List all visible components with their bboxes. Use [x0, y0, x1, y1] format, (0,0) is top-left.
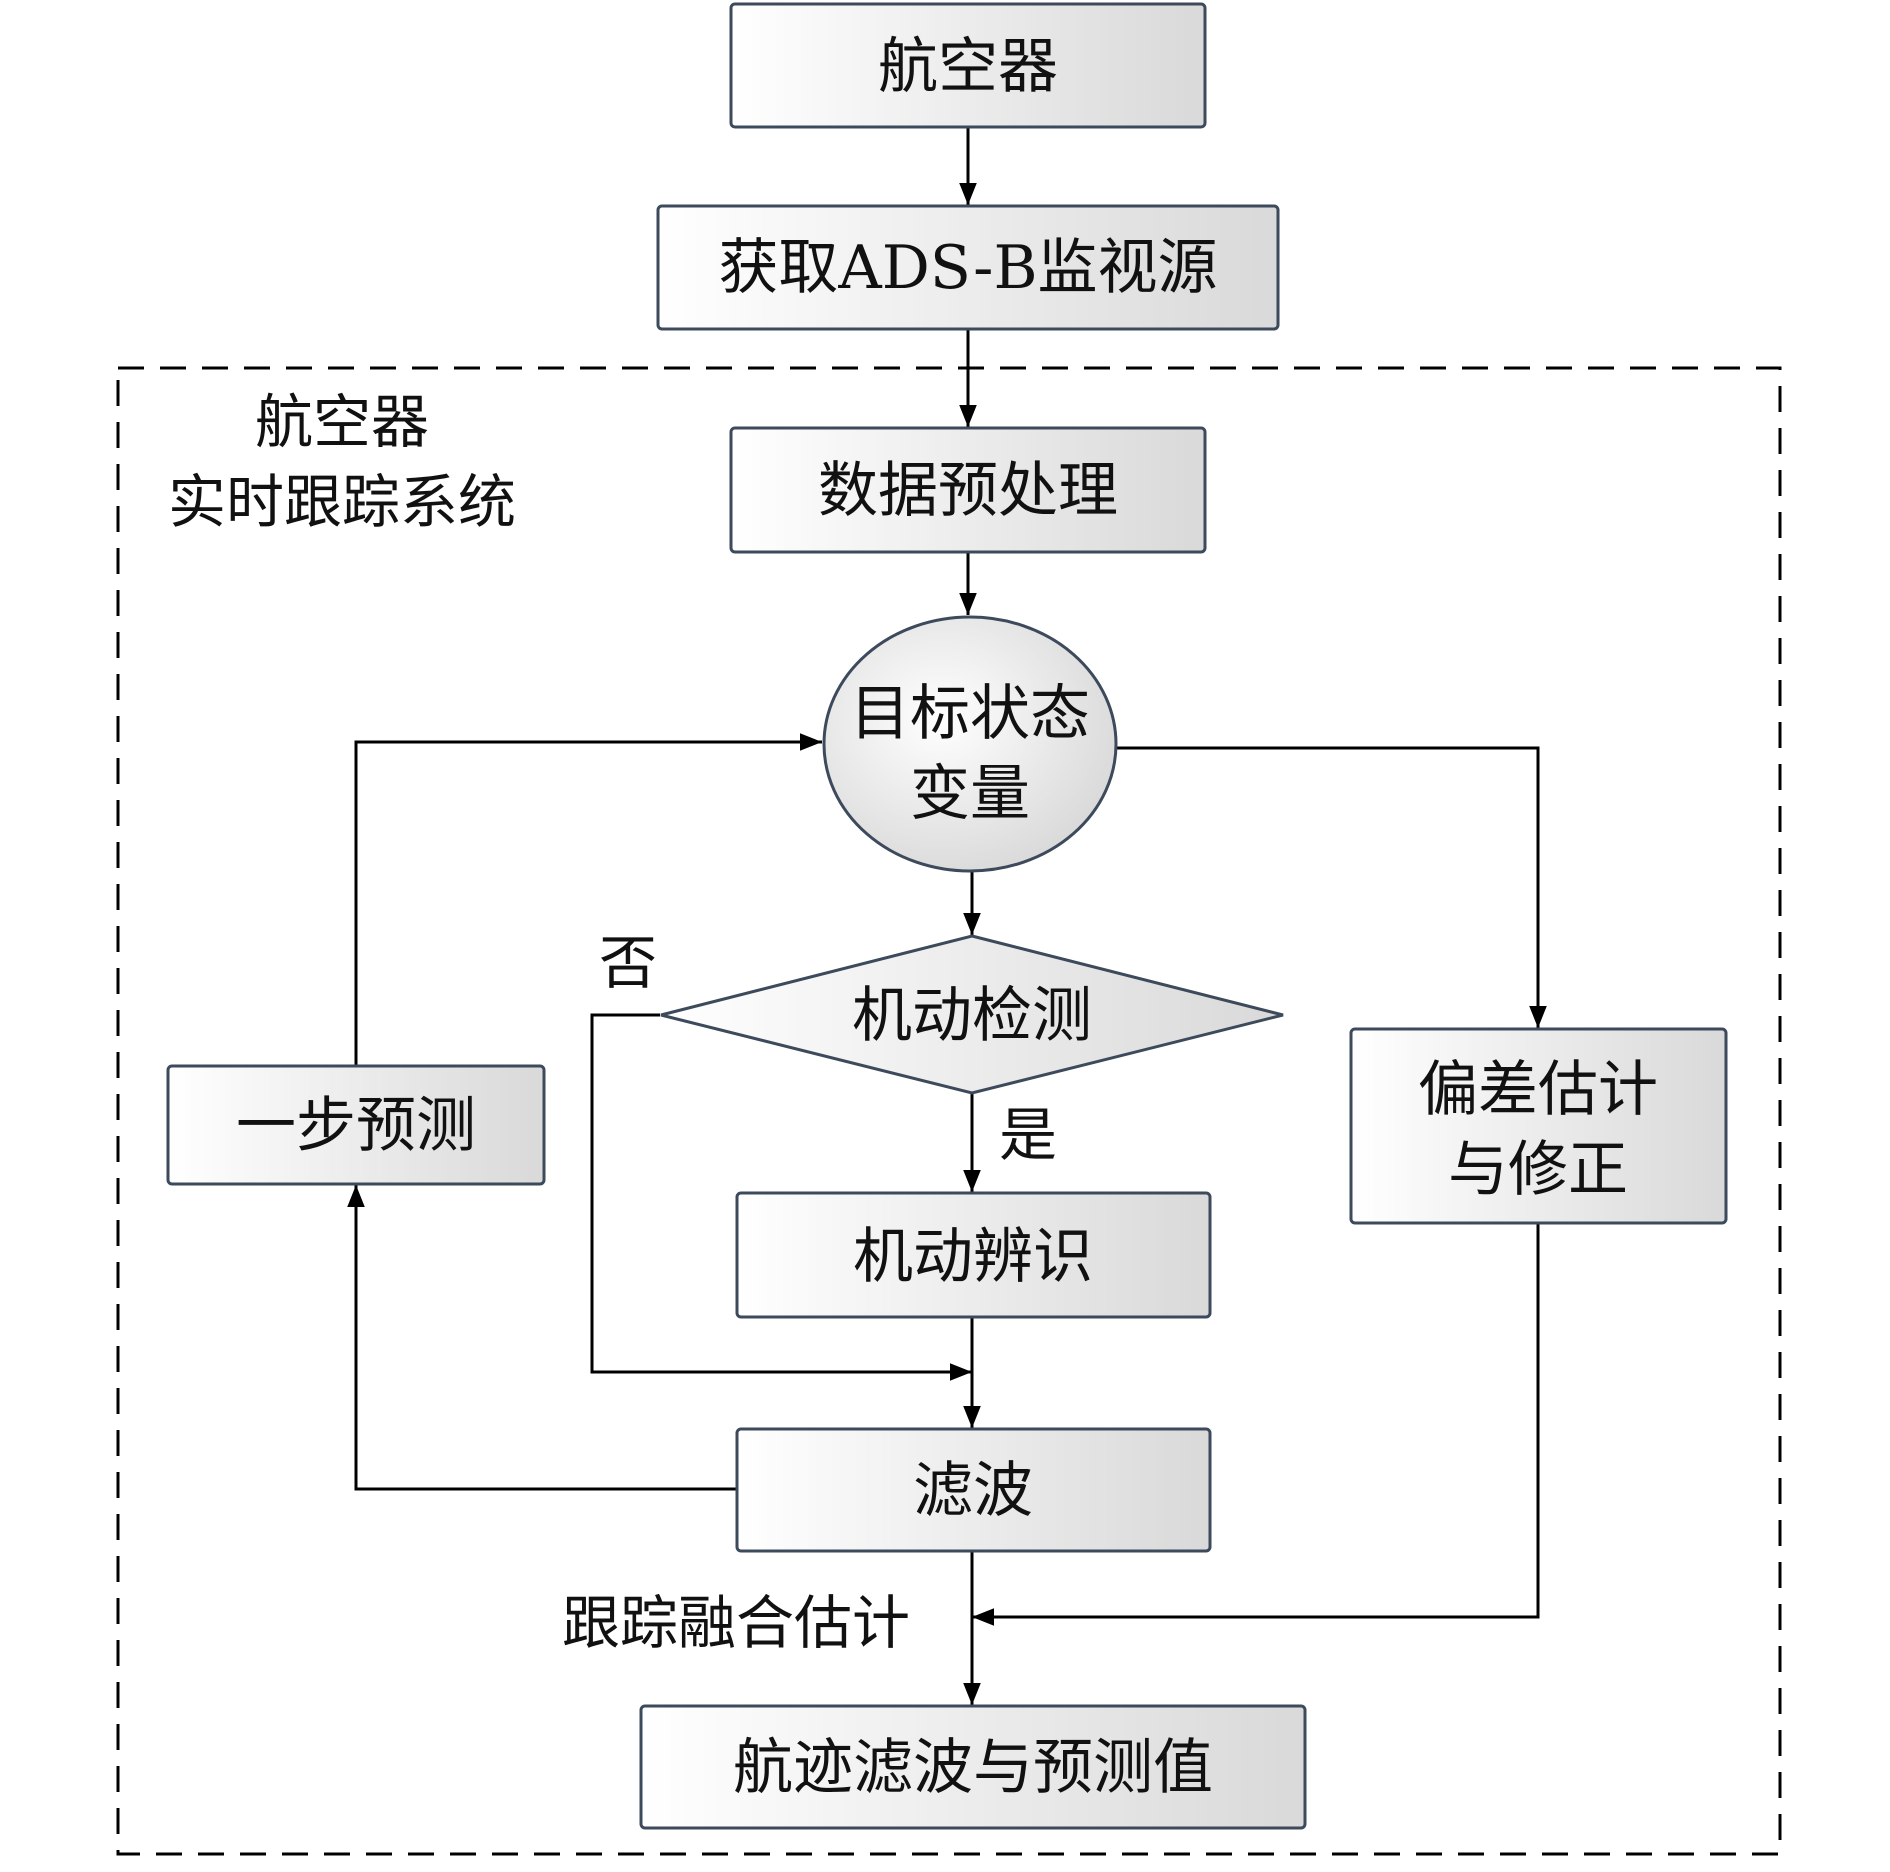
node-output: 航迹滤波与预测值 [639, 1704, 1307, 1830]
node-aircraft-label: 航空器 [878, 32, 1058, 102]
node-bias-estimate: 偏差估计 与修正 [1349, 1027, 1728, 1225]
node-filtering-label: 滤波 [913, 1456, 1033, 1526]
node-maneuver-detect: 机动检测 [660, 934, 1284, 1095]
node-bias-estimate-line1: 偏差估计 [1418, 1055, 1658, 1125]
node-one-step-predict: 一步预测 [166, 1064, 546, 1186]
edge-detect-no-to-filter [590, 1013, 972, 1381]
node-preprocess: 数据预处理 [729, 426, 1207, 554]
edge-filter-to-predict [347, 1185, 736, 1491]
node-target-state: 目标状态 变量 [822, 615, 1118, 873]
node-maneuver-identify: 机动辨识 [735, 1191, 1212, 1319]
system-label-line2: 实时跟踪系统 [168, 468, 516, 536]
node-preprocess-label: 数据预处理 [818, 456, 1118, 526]
system-label-line1: 航空器 [255, 388, 429, 456]
node-bias-estimate-line2: 与修正 [1448, 1135, 1628, 1205]
node-maneuver-detect-label: 机动检测 [852, 981, 1092, 1051]
node-one-step-predict-label: 一步预测 [236, 1091, 476, 1161]
system-boundary [116, 366, 1782, 1856]
node-filtering: 滤波 [735, 1427, 1212, 1553]
label-fusion: 跟踪融合估计 [562, 1589, 910, 1657]
node-target-state-line2: 变量 [910, 759, 1030, 829]
edge-state-to-bias [1115, 746, 1547, 1028]
node-output-label: 航迹滤波与预测值 [733, 1733, 1213, 1803]
node-maneuver-identify-label: 机动辨识 [853, 1222, 1093, 1292]
node-ads-b-source-label: 获取ADS-B监视源 [718, 233, 1217, 303]
edge-bias-to-fusion [972, 1224, 1540, 1626]
node-aircraft: 航空器 [729, 2, 1207, 129]
node-ads-b-source: 获取ADS-B监视源 [656, 204, 1280, 331]
connectors [347, 127, 1547, 1705]
edge-predict-to-state [354, 733, 822, 1065]
label-no: 否 [599, 929, 657, 997]
node-target-state-line1: 目标状态 [850, 679, 1090, 749]
label-yes: 是 [999, 1101, 1057, 1169]
